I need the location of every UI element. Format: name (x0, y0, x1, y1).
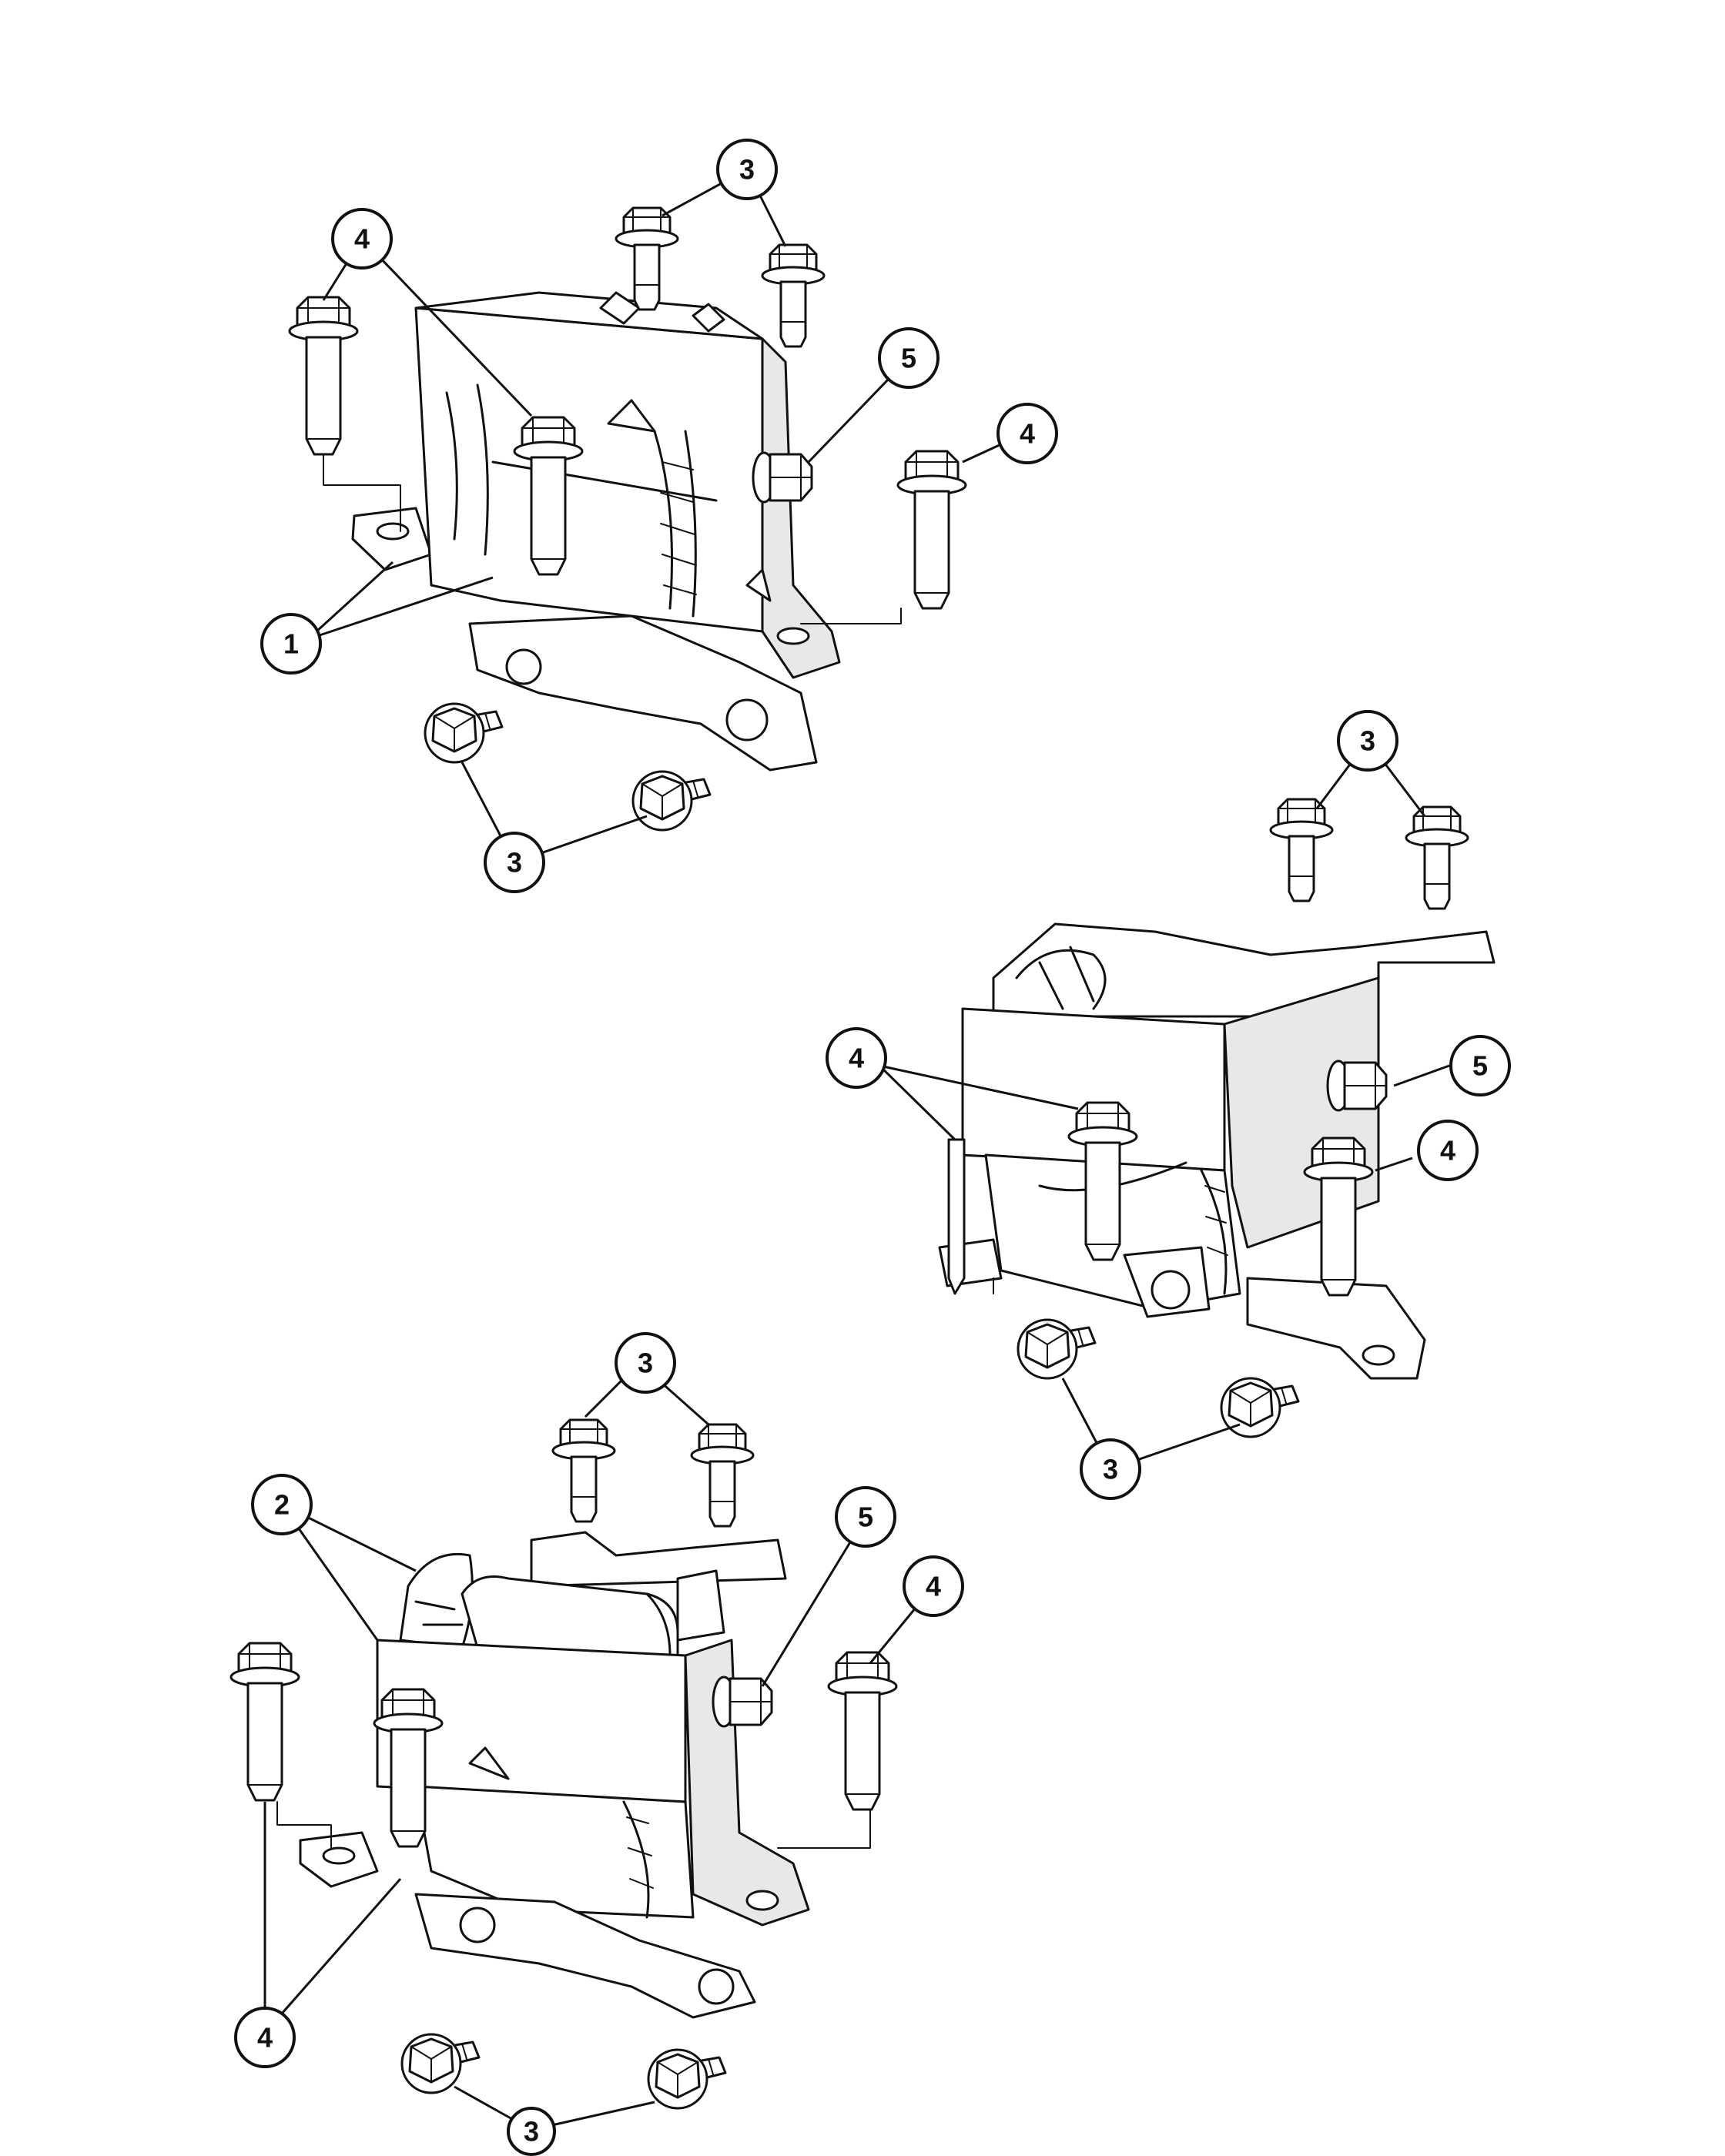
callout-top-4-right: 4 (996, 403, 1058, 464)
right-bolt-3-right (1405, 805, 1469, 910)
bottom-bolt-4-right (827, 1651, 898, 1811)
callout-bottom-4-left: 4 (234, 2007, 296, 2068)
svg-text:4: 4 (1020, 418, 1035, 450)
callout-top-4-left: 4 (331, 208, 393, 270)
top-bolt-3-left (615, 206, 679, 311)
right-bolt-3-left (1269, 798, 1334, 902)
top-bolt-4-right (896, 450, 967, 610)
svg-text:2: 2 (274, 1489, 290, 1521)
svg-text:1: 1 (283, 628, 299, 660)
svg-text:3: 3 (739, 154, 755, 186)
bottom-bolt-3-right (690, 1423, 755, 1528)
callout-right-4-left: 4 (826, 1027, 887, 1089)
svg-text:4: 4 (926, 1571, 941, 1602)
svg-text:4: 4 (257, 2022, 273, 2054)
top-bolt-3-right (761, 243, 826, 348)
svg-text:3: 3 (1103, 1454, 1118, 1485)
callout-right-3-upper: 3 (1337, 710, 1398, 772)
bottom-bolt-3-lower-left (400, 2033, 481, 2094)
callout-top-3-lower: 3 (484, 832, 545, 893)
bottom-bolt-3-lower-right (647, 2048, 727, 2110)
right-mount-assembly: 3 4 5 4 3 (826, 710, 1511, 1500)
callout-right-5: 5 (1449, 1035, 1511, 1096)
bottom-mount-assembly: 3 2 5 4 4 3 (229, 1332, 964, 2156)
callout-top-1: 1 (260, 613, 322, 675)
bottom-bolt-4-left (229, 1642, 300, 1802)
callout-top-5: 5 (878, 327, 940, 389)
top-mount-assembly: 1 4 3 5 4 3 (260, 139, 1058, 893)
svg-text:3: 3 (524, 2116, 539, 2148)
callout-right-4-right: 4 (1417, 1120, 1479, 1181)
callout-bottom-3-upper: 3 (615, 1332, 676, 1394)
right-bolt-3-lower-left (1017, 1318, 1097, 1380)
callout-top-3-upper: 3 (716, 139, 778, 200)
top-bolt-3-lower-right (631, 770, 712, 832)
svg-text:3: 3 (638, 1348, 653, 1379)
callout-bottom-3-lower: 3 (507, 2107, 556, 2156)
callout-right-3-lower: 3 (1080, 1438, 1141, 1500)
svg-text:4: 4 (849, 1043, 864, 1074)
svg-text:3: 3 (1360, 725, 1375, 757)
svg-text:3: 3 (507, 847, 522, 879)
top-bolt-4-left (288, 296, 359, 456)
callout-bottom-2: 2 (251, 1474, 313, 1535)
callout-bottom-5: 5 (835, 1486, 896, 1548)
top-nut-5 (752, 451, 813, 504)
callout-bottom-4-right: 4 (903, 1555, 964, 1617)
top-bolt-3-lower-left (424, 702, 504, 764)
svg-text:4: 4 (1440, 1135, 1455, 1167)
svg-text:4: 4 (354, 223, 370, 255)
svg-text:5: 5 (901, 343, 916, 374)
svg-text:5: 5 (858, 1502, 873, 1533)
right-nut-5 (1326, 1060, 1388, 1112)
svg-text:5: 5 (1472, 1050, 1488, 1082)
bottom-bolt-3-left (551, 1418, 616, 1523)
